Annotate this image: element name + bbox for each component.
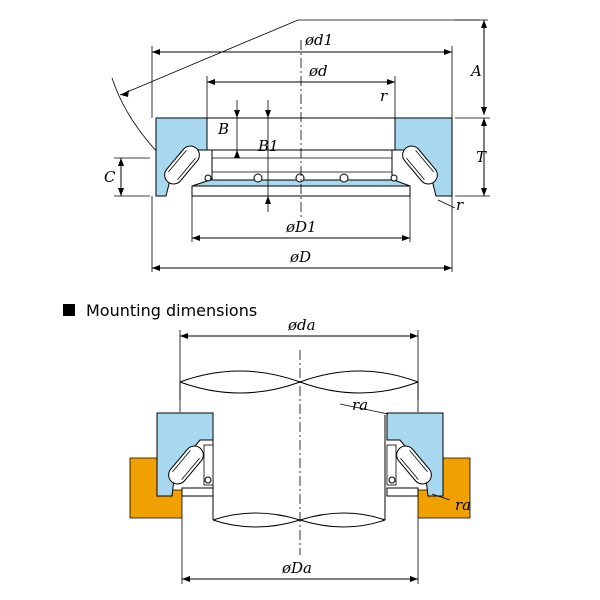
label-D1: øD1 (285, 218, 317, 236)
label-d1: ød1 (304, 31, 333, 49)
roller-right (402, 145, 438, 185)
top-assembly-drawing: ød1 ød r A B B1 T C r øD1 øD (104, 19, 490, 272)
roller-bottom-left (168, 445, 204, 485)
label-D: øD (289, 248, 311, 266)
label-T: T (476, 148, 487, 166)
section-bullet-icon (63, 304, 75, 316)
label-A: A (469, 62, 482, 80)
label-da: øda (287, 316, 316, 334)
roller-left (164, 145, 200, 185)
section-header: Mounting dimensions (63, 301, 257, 320)
label-B1: B1 (257, 137, 279, 155)
label-Da: øDa (281, 559, 312, 577)
label-d: ød (308, 62, 328, 80)
label-ra-right: ra (455, 496, 471, 514)
label-r-right: r (456, 196, 464, 214)
roller-bottom-right (396, 445, 432, 485)
label-B: B (217, 120, 229, 138)
mounting-drawing: øda ra ra øDa (129, 316, 471, 584)
label-ra-top: ra (352, 396, 368, 414)
label-r-top: r (380, 87, 388, 105)
label-C: C (104, 168, 116, 186)
section-title: Mounting dimensions (86, 301, 257, 320)
